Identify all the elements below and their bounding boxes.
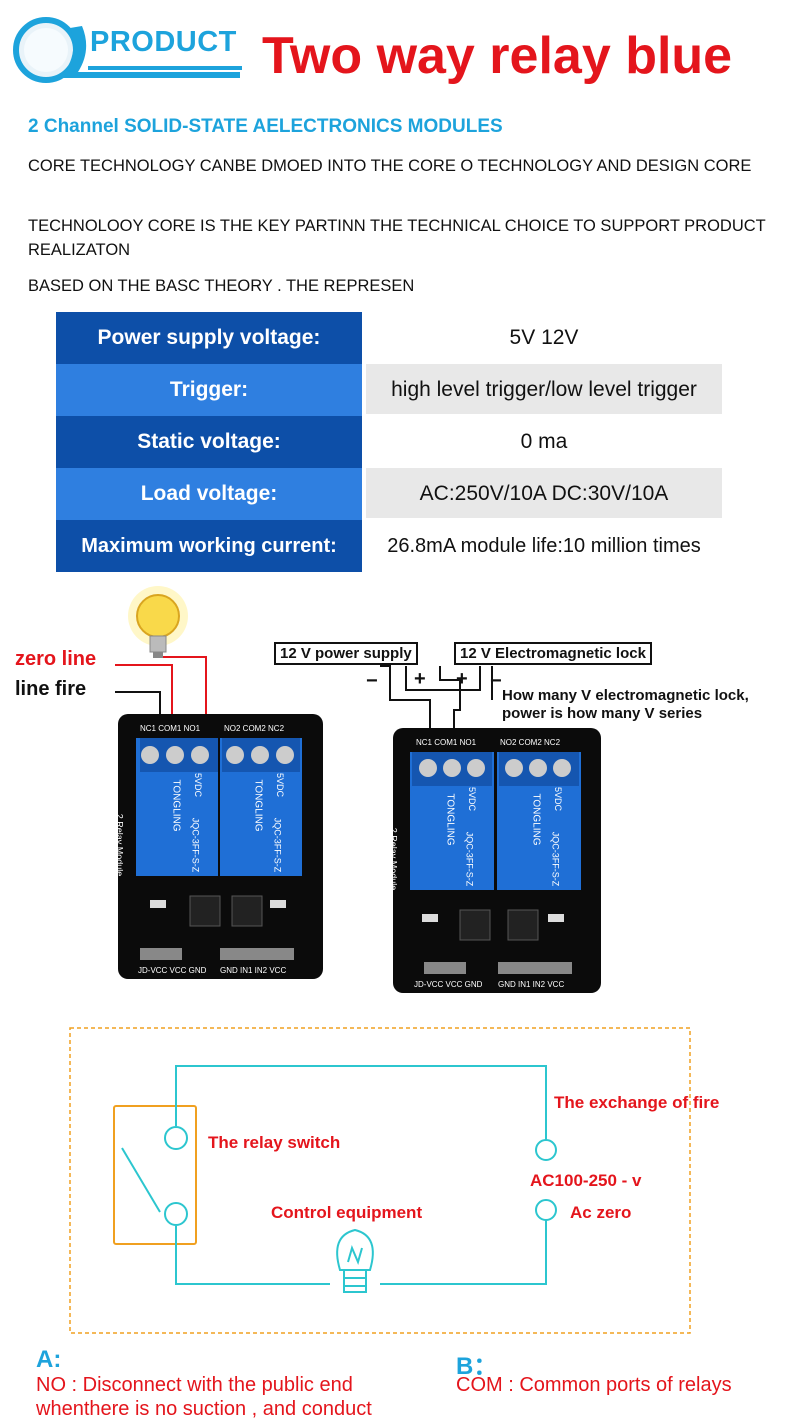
relay-spec-label: 5VDC [467,786,478,812]
spec-row: Trigger: high level trigger/low level tr… [56,364,722,416]
zero-line-label: zero line [15,648,97,670]
relay-spec-label: 5VDC [553,786,564,812]
spec-value: AC:250V/10A DC:30V/10A [419,482,669,505]
legend-b-label: B： [456,1353,498,1380]
spec-row: Static voltage: 0 ma [56,416,722,468]
voltage-note: How many V electromagnetic lock, power i… [502,687,749,722]
plus-sign: + [414,668,426,690]
spec-value: 26.8mA module life:10 million times [387,534,701,557]
relay-model-label: JQC-3FF-S-Z [464,831,475,887]
relay-spec-label: 5VDC [275,772,286,798]
legend-a-text: NO : Disconnect with the public end [36,1374,353,1396]
section-subtitle: 2 Channel SOLID-STATE AELECTRONICS MODUL… [28,116,503,137]
spec-value: high level trigger/low level trigger [391,378,697,401]
spec-table-bg [56,312,722,572]
circuit-diagram [69,1027,691,1334]
module-side-label: 2 Relay Module [114,813,125,877]
module-pin-label: GND IN1 IN2 VCC [498,980,565,989]
power-supply-label: 12 V power supply [274,642,418,665]
relay-brand-label: TONGLING [530,793,542,846]
relay-model-label: JQC-3FF-S-Z [272,817,283,873]
module-terminal-label: NC1 COM1 NO1 [140,724,201,733]
relay-module-left [118,714,323,979]
spec-value: 5V 12V [509,326,579,349]
relay-brand-label: TONGLING [444,793,456,846]
module-terminal-label: NO2 COM2 NC2 [224,724,285,733]
spec-label: Load voltage: [140,482,278,505]
plus-sign: + [456,668,468,690]
light-bulb-icon [128,586,188,658]
module-side-label: 2 Relay Module [388,827,399,891]
spec-label: Power supply voltage: [97,326,321,349]
spec-row: Power supply voltage: 5V 12V [56,312,722,364]
spec-label: Trigger: [169,378,249,401]
ac-range-label: AC100-250 - v [530,1171,642,1190]
module-pin-label: JD-VCC VCC GND [138,966,207,975]
relay-switch-label: The relay switch [208,1133,341,1152]
relay-spec-label: 5VDC [193,772,204,798]
paragraph-2: TECHNOLOOY CORE IS THE KEY PARTINN THE T… [28,217,766,259]
circuit-bulb-icon [336,1228,374,1293]
product-badge: PRODUCT [90,26,237,58]
exchange-fire-label: The exchange of fire [554,1093,720,1112]
module-pin-label: GND IN1 IN2 VCC [220,966,287,975]
relay-model-label: JQC-3FF-S-Z [190,817,201,873]
minus-sign: − [366,670,378,692]
spec-value: 0 ma [520,430,568,453]
relay-brand-label: TONGLING [170,779,182,832]
legend-a-text: whenthere is no suction , and conduct [36,1398,372,1420]
spec-label: Static voltage: [137,430,281,453]
line-fire-label: line fire [15,678,87,700]
module-terminal-label: NC1 COM1 NO1 [416,738,477,747]
legend-a-label: A: [36,1346,62,1373]
page-title: Two way relay blue [262,27,733,85]
ac-zero-label: Ac zero [570,1203,632,1222]
legend-b-text: COM : Common ports of relays [456,1374,732,1396]
spec-row: Maximum working current: 26.8mA module l… [56,520,722,572]
spec-label: Maximum working current: [81,534,337,557]
relay-brand-label: TONGLING [252,779,264,832]
spec-row: Load voltage: AC:250V/10A DC:30V/10A [56,468,722,520]
paragraph-1: CORE TECHNOLOGY CANBE DMOED INTO THE COR… [28,157,752,175]
paragraph-3: BASED ON THE BASC THEORY . THE REPRESEN [28,277,415,295]
relay-module-right [393,728,601,993]
badge-swoosh-icon [13,17,242,83]
electromagnetic-lock-label: 12 V Electromagnetic lock [454,642,652,665]
control-equipment-label: Control equipment [271,1203,423,1222]
spec-table: Power supply voltage: 5V 12V Trigger: hi… [56,312,722,572]
module-terminal-label: NO2 COM2 NC2 [500,738,561,747]
minus-sign: − [490,670,502,692]
relay-model-label: JQC-3FF-S-Z [550,831,561,887]
module-pin-label: JD-VCC VCC GND [414,980,483,989]
